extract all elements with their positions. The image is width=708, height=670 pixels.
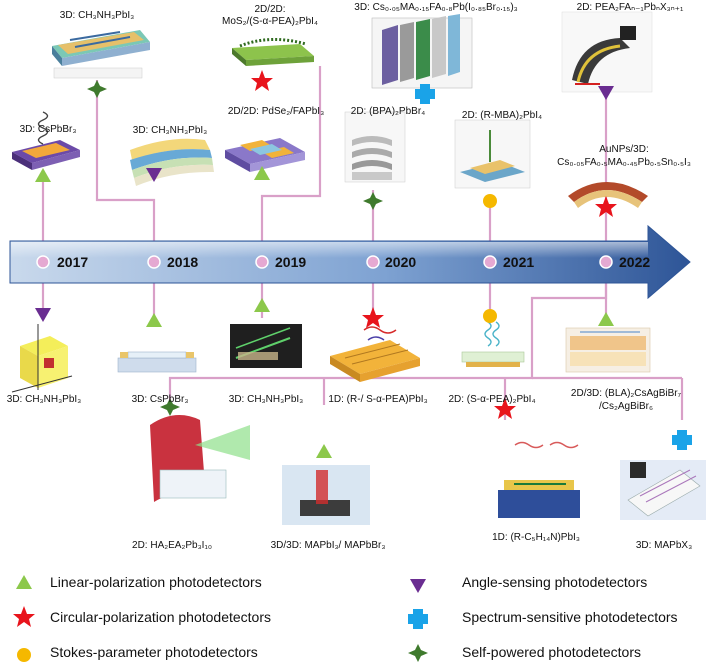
circle-icon xyxy=(483,194,497,208)
label-2019-mos2-l1: 2D/2D: xyxy=(254,4,286,15)
thumb-chiral-device xyxy=(498,441,580,518)
label-2022-bottom-l2: /Cs₂AgBiBr₆ xyxy=(598,401,654,412)
legend-markers xyxy=(13,575,428,662)
legend-spectrum: Spectrum-sensitive photodetectors xyxy=(462,609,678,625)
year-2021: 2021 xyxy=(503,254,535,270)
label-2019-bottom: 3D: CH₃NH₃PbI₃ xyxy=(228,394,304,405)
year-2020: 2020 xyxy=(385,254,417,270)
legend-triangle-up-icon xyxy=(16,575,32,589)
thumb-cspbbr3-top xyxy=(12,111,80,170)
label-2022-aunps-l2: Cs₀.₀₅FA₀.₅MA₀.₄₅Pb₀.₅Sn₀.₅I₃ xyxy=(557,157,691,168)
label-2021-bottom: 2D: (S-α-PEA)₂PbI₄ xyxy=(448,394,536,405)
label-2022-aunps-l1: AuNPs/3D: xyxy=(599,144,649,155)
thumb-flexible-2018 xyxy=(130,138,214,186)
legend-circle-icon xyxy=(17,648,31,662)
label-2021-rmba: 2D: (R-MBA)₂PbI₄ xyxy=(461,110,543,121)
legend-triangle-down-icon xyxy=(410,579,426,593)
circle-icon xyxy=(483,309,497,323)
thumb-bilayer-2022 xyxy=(565,327,651,373)
triangle-up-icon xyxy=(35,168,51,182)
year-2022: 2022 xyxy=(619,254,651,270)
legend-stokes: Stokes-parameter photodetectors xyxy=(50,644,258,660)
label-2017-bottom: 3D: CH₃NH₃PbI₃ xyxy=(6,394,82,405)
label-2020-cs-ma-fa: 3D: Cs₀.₀₅MA₀.₁₅FA₀.₈Pb(I₀.₈₅Br₀.₁₅)₃ xyxy=(354,2,518,13)
triangle-up-icon xyxy=(254,298,270,312)
thumb-substrate-2018 xyxy=(117,351,197,373)
triangle-down-icon xyxy=(146,168,162,182)
thumb-cube-2017 xyxy=(11,324,73,393)
timeline-arrow xyxy=(9,224,691,300)
thumb-arc-2022 xyxy=(568,182,648,208)
triangle-up-icon xyxy=(316,444,332,458)
legend-angle: Angle-sensing photodetectors xyxy=(462,574,648,590)
star-icon xyxy=(494,398,516,419)
cross-icon xyxy=(672,430,692,450)
label-rc5h14n: 1D: (R-C₅H₁₄N)PbI₃ xyxy=(492,532,580,543)
label-2020-bottom: 1D: (R-/ S-α-PEA)PbI₃ xyxy=(328,394,428,405)
legend-linear: Linear-polarization photodetectors xyxy=(50,574,262,590)
label-2018-mapbi3: 3D: CH₃NH₃PbI₃ xyxy=(132,125,208,136)
thumb-mos2-2019 xyxy=(232,37,314,66)
thumb-bpa-2020 xyxy=(344,111,406,183)
label-2018-bottom: 3D: CsPbBr₃ xyxy=(131,394,189,405)
thumb-3d3d-device xyxy=(282,465,370,525)
thumb-helix-2021 xyxy=(461,321,525,367)
star4-icon xyxy=(160,398,180,416)
year-nodes xyxy=(36,255,613,269)
label-2019-pdse2: 2D/2D: PdSe₂/FAPbI₃ xyxy=(227,106,325,117)
year-2017: 2017 xyxy=(57,254,89,270)
label-2019-mos2-l2: MoS₂/(S-α-PEA)₂PbI₄ xyxy=(222,16,318,27)
label-ha2ea2pb3i10: 2D: HA₂EA₂Pb₃I₁₀ xyxy=(132,540,212,551)
thumb-curved-2022 xyxy=(561,11,653,93)
legend-star4-icon xyxy=(408,644,428,662)
year-2019: 2019 xyxy=(275,254,307,270)
thumb-ferroelectric-film xyxy=(150,415,250,502)
thumb-layers-2019 xyxy=(230,324,302,368)
label-2017-mapbi3: 3D: CH₃NH₃PbI₃ xyxy=(59,10,135,21)
legend-self-powered: Self-powered photodetectors xyxy=(462,644,641,660)
thumb-rmba-2021 xyxy=(454,119,531,189)
thumb-gratings-2020 xyxy=(330,326,420,382)
label-mapbi3-mapbbr3: 3D/3D: MAPbI₃/ MAPbBr₃ xyxy=(270,540,386,551)
year-2018: 2018 xyxy=(167,254,199,270)
star-icon xyxy=(251,70,273,91)
star-icon xyxy=(362,307,384,328)
thumb-mapbx xyxy=(620,460,706,520)
device-thumbnails xyxy=(11,11,706,525)
triangle-up-icon xyxy=(146,313,162,327)
label-2017-cspbbr3: 3D: CsPbBr₃ xyxy=(19,124,77,135)
triangle-up-icon xyxy=(254,166,270,180)
label-mapbx3: 3D: MAPbX₃ xyxy=(635,540,693,551)
thumb-pdse2-2019 xyxy=(225,138,305,172)
legend-circular: Circular-polarization photodetectors xyxy=(50,609,271,625)
star4-icon xyxy=(87,80,107,98)
thumb-solar-panel-2020 xyxy=(371,14,473,89)
triangle-up-icon xyxy=(598,312,614,326)
label-2022-pea: 2D: PEA₂FAₙ₋₁PbₙX₃ₙ₊₁ xyxy=(576,2,684,13)
label-2020-bpa: 2D: (BPA)₂PbBr₄ xyxy=(350,106,426,117)
triangle-down-icon xyxy=(598,86,614,100)
markers xyxy=(35,70,692,458)
legend-star-icon xyxy=(13,606,35,627)
legend-cross-icon xyxy=(408,609,428,629)
triangle-down-icon xyxy=(35,308,51,322)
cross-icon xyxy=(415,84,435,104)
label-2022-bottom-l1: 2D/3D: (BLA)₂CsAgBiBr₇ xyxy=(570,388,682,399)
star-icon xyxy=(595,196,617,217)
thumb-stack-2017 xyxy=(52,30,150,79)
star4-icon xyxy=(363,192,383,210)
